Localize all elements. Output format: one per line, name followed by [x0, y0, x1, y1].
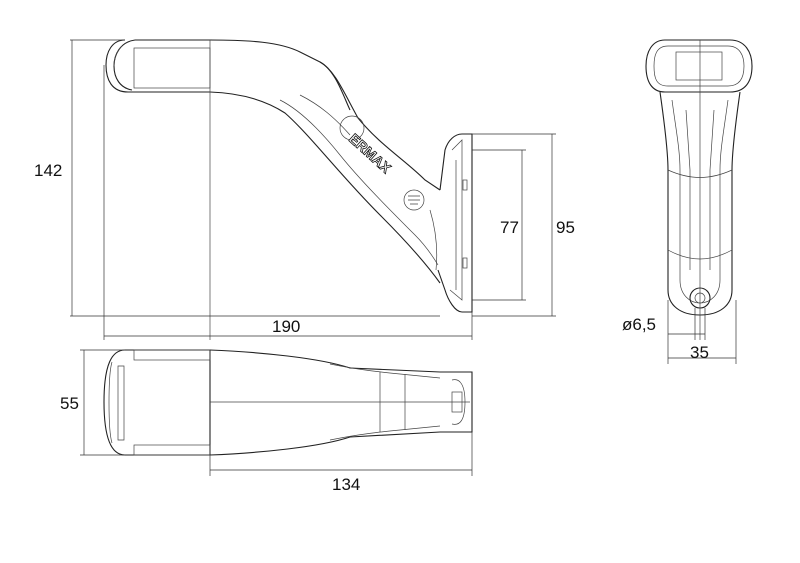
side-view: ERMAX: [105, 39, 473, 340]
certification-mark-icon: [403, 189, 425, 211]
side-mounting-base: [437, 133, 473, 313]
top-view: [103, 349, 473, 456]
dim-base-outer: 95: [556, 218, 575, 237]
dim-width-top: 55: [60, 394, 79, 413]
dim-height-total: 142: [34, 161, 62, 180]
dim-base-inner: 77: [500, 218, 519, 237]
side-lamp-head: [135, 39, 351, 111]
front-dimensions: ø6,5 35: [622, 300, 737, 364]
dim-hole-diameter: ø6,5: [622, 315, 656, 334]
dim-length-top: 134: [332, 475, 360, 494]
top-dimensions: 55 134: [60, 349, 473, 494]
side-dimensions: 142 190 77 95: [34, 39, 575, 340]
brand-logo: ERMAX: [346, 130, 395, 176]
dim-width-end: 35: [690, 343, 709, 362]
front-lamp-head: [645, 39, 753, 93]
dim-length-total: 190: [272, 317, 300, 336]
front-view: [645, 39, 753, 340]
